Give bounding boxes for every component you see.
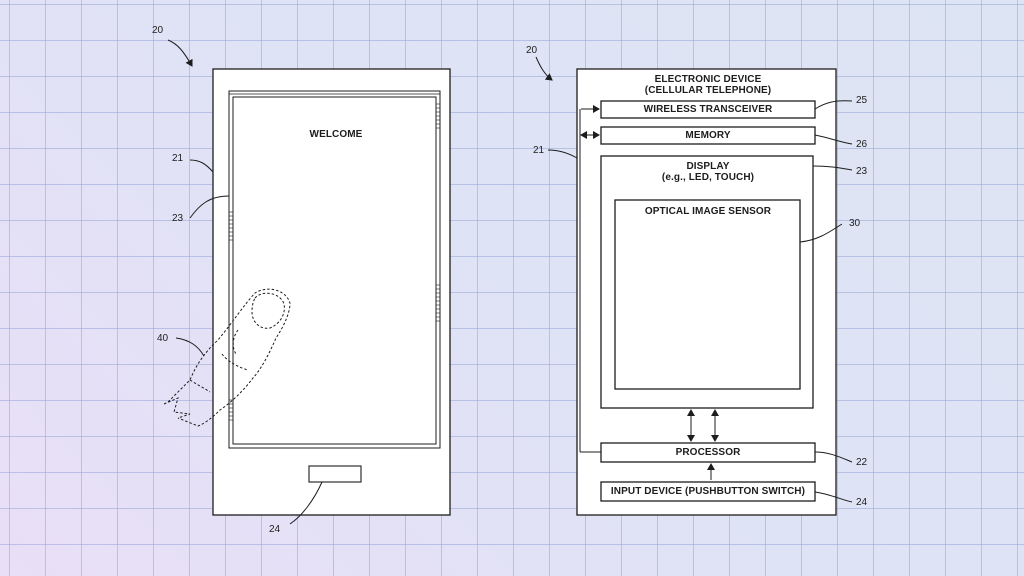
leader-23-right (812, 165, 853, 171)
ref-20-right: 20 (526, 45, 538, 56)
leader-23-left (189, 195, 230, 219)
processor-label: PROCESSOR (675, 447, 741, 458)
screen-edge-texture (229, 103, 440, 421)
leader-25 (814, 100, 853, 110)
display-label-line1: DISPLAY (686, 161, 730, 172)
display-label-line2: (e.g., LED, TOUCH) (661, 172, 755, 183)
ref-21-left: 21 (172, 153, 184, 164)
ref-21-right: 21 (533, 145, 545, 156)
leader-40 (175, 337, 205, 357)
leader-21-right (547, 149, 578, 159)
ref-23-right: 23 (856, 166, 868, 177)
leader-24-right (814, 491, 853, 503)
welcome-text: WELCOME (309, 129, 363, 140)
phone-screen (232, 96, 437, 445)
memory-label: MEMORY (685, 130, 731, 141)
ref-40: 40 (157, 333, 169, 344)
leader-26 (814, 134, 853, 145)
bus-connections (579, 105, 719, 480)
ref-26: 26 (856, 139, 868, 150)
ref-23-left: 23 (172, 213, 184, 224)
ref-24-right: 24 (856, 497, 868, 508)
display-box (600, 155, 814, 409)
device-title-line1: ELECTRONIC DEVICE (654, 74, 762, 85)
ref-22: 22 (856, 457, 868, 468)
electronic-device-box (576, 68, 837, 516)
leader-21-left (189, 159, 214, 173)
ref-25: 25 (856, 95, 868, 106)
leader-24-left (289, 481, 323, 525)
phone-figure (163, 39, 451, 525)
pushbutton (308, 465, 362, 483)
input-device-label: INPUT DEVICE (PUSHBUTTON SWITCH) (610, 486, 806, 497)
phone-bezel (228, 90, 441, 449)
ref-20-left: 20 (152, 25, 164, 36)
phone-housing (212, 68, 451, 516)
block-diagram (535, 56, 853, 516)
leader-20-right (535, 56, 553, 81)
optical-image-sensor-box (614, 199, 801, 390)
ref-30: 30 (849, 218, 861, 229)
wireless-transceiver-label: WIRELESS TRANSCEIVER (643, 104, 773, 115)
optical-image-sensor-label: OPTICAL IMAGE SENSOR (644, 206, 772, 217)
wireless-transceiver-box (600, 100, 816, 119)
input-device-box (600, 481, 816, 502)
leader-30 (799, 223, 843, 243)
device-title-line2: (CELLULAR TELEPHONE) (644, 85, 772, 96)
ref-24-left: 24 (269, 524, 281, 535)
leader-20-left (167, 39, 193, 67)
leader-22 (814, 451, 853, 463)
finger-outline (163, 288, 291, 427)
